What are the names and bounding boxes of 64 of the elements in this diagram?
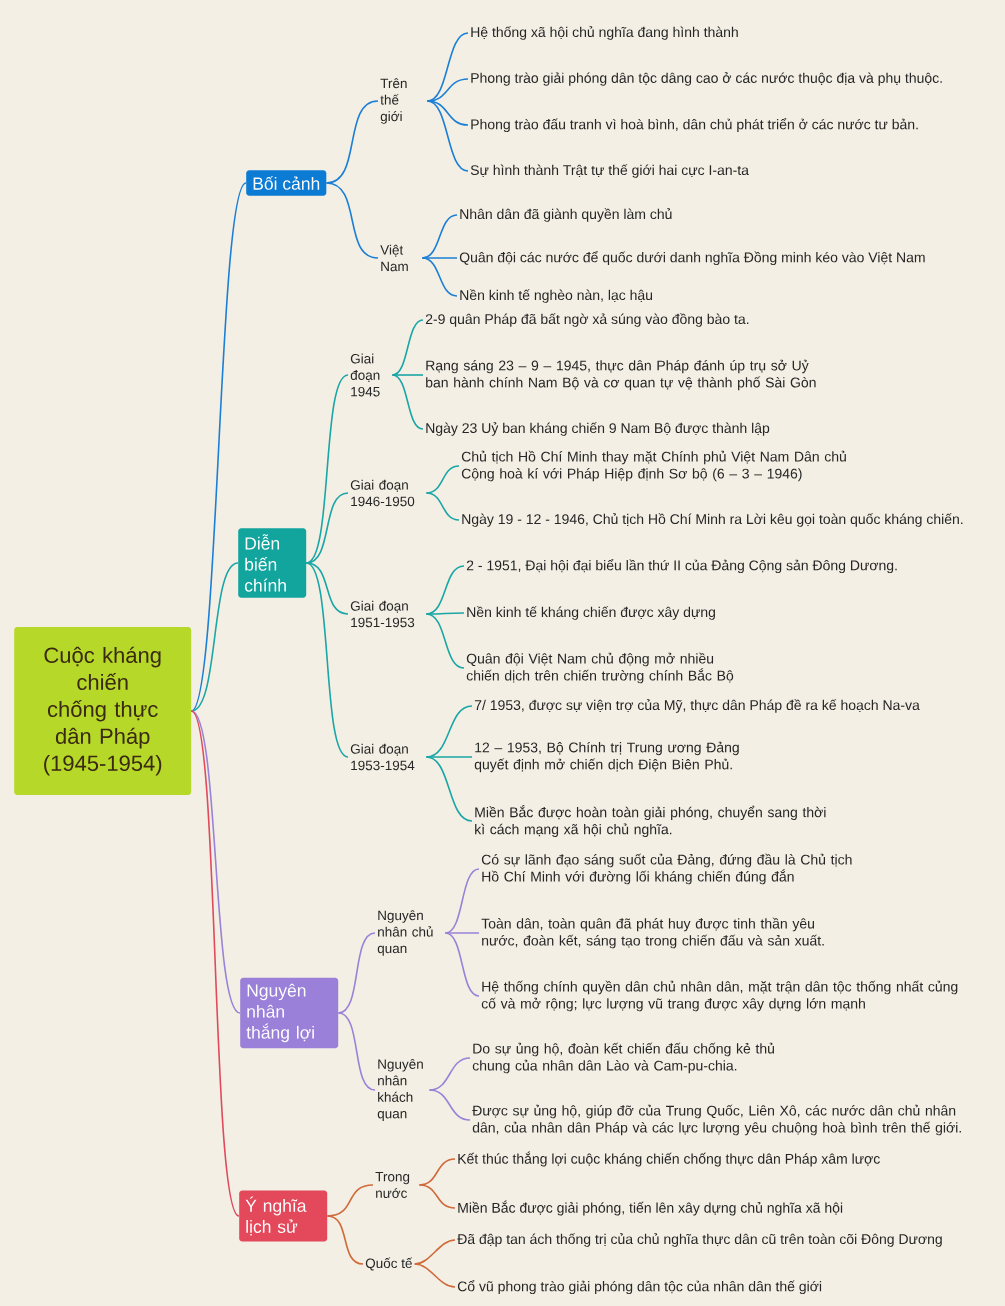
subtopic-label: Giai đoạn 1951-1953	[350, 600, 415, 628]
connector	[444, 932, 480, 997]
connector	[425, 613, 465, 669]
leaf-text: Nền kinh tế nghèo nàn, lạc hậu	[460, 289, 653, 303]
leaf-text: Nền kinh tế kháng chiến được xây dựng	[467, 606, 715, 620]
leaf-text: Kết thúc thắng lợi cuộc kháng chiến chống thực dân Pháp xâm lược	[458, 1151, 880, 1167]
leaf-text: Phong trào giải phóng dân tộc dâng cao ở các nước thuộc địa và phụ thuộc.	[471, 72, 942, 86]
leaf-text: Ngày 23 Uỷ ban kháng chiến 9 Nam Bộ được thành lập	[426, 422, 770, 436]
leaf-text: Hệ thống xã hội chủ nghĩa đang hình thành	[471, 26, 738, 40]
leaf-text: Sự hình thành Trật tự thế giới hai cực I-an-ta	[470, 164, 749, 178]
leaf-text: 2 - 1951, Đại hội đại biểu lần thứ II của Đảng Cộng sản Đông Dương.	[466, 558, 897, 574]
leaf-text: Được sự ủng hộ, giúp đỡ của Trung Quốc, Liên Xô, các nước dân chủ nhân dân, của nhân dân Pháp và các lực lượng yêu chuộng hoà bình trên thế giới.	[472, 1104, 961, 1136]
subtopic-label: Việt Nam	[380, 244, 408, 272]
connector	[421, 257, 458, 297]
leaf-text: Quân đội Việt Nam chủ động mở nhiều chiến dịch trên chiến trường chính Bắc Bộ	[466, 652, 734, 684]
connector	[425, 492, 460, 521]
leaf-text: 12 – 1953, Bộ Chính trị Trung ương Đảng quyết định mở chiến dịch Điện Biên Phủ.	[474, 741, 739, 773]
leaf-text: 2-9 quân Pháp đã bất ngờ xả súng vào đồng bào ta.	[425, 313, 749, 327]
leaf-text: Cổ vũ phong trào giải phóng dân tộc của nhân dân thế giới	[457, 1279, 822, 1295]
connector	[426, 100, 469, 126]
leaf-text: Rạng sáng 23 – 9 – 1945, thực dân Pháp đánh úp trụ sở Uỷ ban hành chính Nam Bộ và cơ quan tự vệ thành phố Sài Gòn	[426, 359, 816, 391]
connector	[391, 374, 424, 376]
connector	[418, 1184, 456, 1209]
connector	[426, 100, 469, 172]
connector	[190, 182, 247, 712]
branch-box: Bối cảnh	[246, 170, 327, 196]
connector	[325, 182, 379, 259]
subtopic-label: Nguyên nhân chủ quan	[377, 910, 433, 956]
topic-box: Cuộc kháng chiến chống thực dân Pháp (1945-1954)	[14, 627, 192, 795]
connector	[391, 374, 424, 430]
leaf-text: Miền Bắc được hoàn toàn giải phóng, chuyển sang thời kì cách mạng xã hội chủ nghĩa.	[475, 805, 826, 838]
leaf-text: Ngày 19 - 12 - 1946, Chủ tịch Hồ Chí Minh ra Lời kêu gọi toàn quốc kháng chiến.	[462, 513, 963, 527]
leaf-text: 7/ 1953, được sự viện trợ của Mỹ, thực dân Pháp đề ra kế hoạch Na-va	[474, 699, 920, 713]
connector	[444, 932, 480, 934]
subtopic-label: Trong nước	[375, 1172, 410, 1198]
subtopic-label: Nguyên nhân khách quan	[377, 1058, 423, 1122]
leaf-text: Miền Bắc được giải phóng, tiến lên xây dựng chủ nghĩa xã hội	[458, 1200, 843, 1216]
leaf-text: Đã đập tan ách thống trị của chủ nghĩa thực dân cũ trên toàn cõi Đông Dương	[457, 1233, 942, 1247]
branch-box: Diễn biến chính	[238, 528, 307, 598]
connector	[305, 562, 349, 615]
leaf-text: Chủ tịch Hồ Chí Minh thay mặt Chính phủ Việt Nam Dân chủ Cộng hoà kí với Pháp Hiệp định Sơ bộ (6 – 3 – 1946)	[461, 450, 846, 482]
leaf-text: Do sự ủng hộ, đoàn kết chiến đấu chống kẻ thủ chung của nhân dân Lào và Cam-pu-chia.	[472, 1042, 774, 1074]
connector	[190, 562, 239, 712]
leaf-text: Có sự lãnh đạo sáng suốt của Đảng, đứng đầu là Chủ tịch Hồ Chí Minh với đường lối kháng chiến đúng đắn	[481, 853, 852, 885]
leaf-text: Phong trào đấu tranh vì hoà bình, dân chủ phát triển ở các nước tư bản.	[471, 117, 918, 133]
leaf-text: Nhân dân đã giành quyền làm chủ	[460, 208, 672, 222]
connector	[305, 562, 349, 758]
connector	[413, 1263, 456, 1288]
subtopic-label: Giai đoạn 1946-1950	[350, 479, 415, 507]
connector	[190, 710, 240, 1217]
branch-box: Nguyên nhân thắng lợi	[240, 977, 339, 1049]
subtopic-label: Giai đoạn 1953-1954	[350, 743, 415, 771]
leaf-text: Hệ thống chính quyền dân chủ nhân dân, mặt trận dân tộc thống nhất củng cố và mở rộng; lực lượng vũ trang được xây dựng lớn mạnh	[481, 980, 958, 1012]
subtopic-label: Giai đoạn 1945	[350, 353, 380, 397]
connector	[425, 756, 473, 822]
connector	[428, 1089, 471, 1121]
connector	[326, 1215, 364, 1265]
connector	[337, 1012, 376, 1091]
branch-box: Ý nghĩa lịch sử	[239, 1190, 328, 1242]
subtopic-label: Trên thế giới	[380, 78, 407, 124]
connector	[425, 612, 465, 615]
leaf-text: Quân đội các nước để quốc dưới danh nghĩa Đồng minh kéo vào Việt Nam	[459, 250, 925, 266]
leaf-text: Toàn dân, toàn quân đã phát huy được tinh thần yêu nước, đoàn kết, sáng tạo trong chiến đấu và sản xuất.	[481, 917, 824, 949]
subtopic-label: Quốc tế	[365, 1257, 413, 1271]
